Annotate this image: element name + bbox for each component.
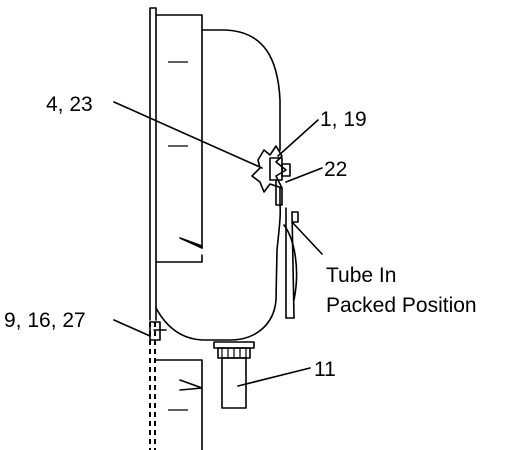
drain-fitting: [213, 341, 255, 409]
tube: [283, 207, 299, 319]
callout-tube-line1: Tube In: [326, 264, 396, 287]
support-post: [149, 7, 157, 450]
mounting-bracket: [155, 14, 203, 450]
tank-body: [155, 29, 282, 341]
valve-detail: [251, 145, 291, 206]
bolt-fastener: [149, 321, 167, 341]
callout-11: 11: [314, 358, 336, 381]
leader-lines: [113, 101, 323, 387]
callout-4-23: 4, 23: [46, 93, 93, 116]
callout-tube-line2: Packed Position: [326, 294, 477, 317]
callout-22: 22: [324, 158, 347, 181]
callout-1-19: 1, 19: [320, 108, 367, 131]
callout-9-16-27: 9, 16, 27: [4, 309, 86, 332]
